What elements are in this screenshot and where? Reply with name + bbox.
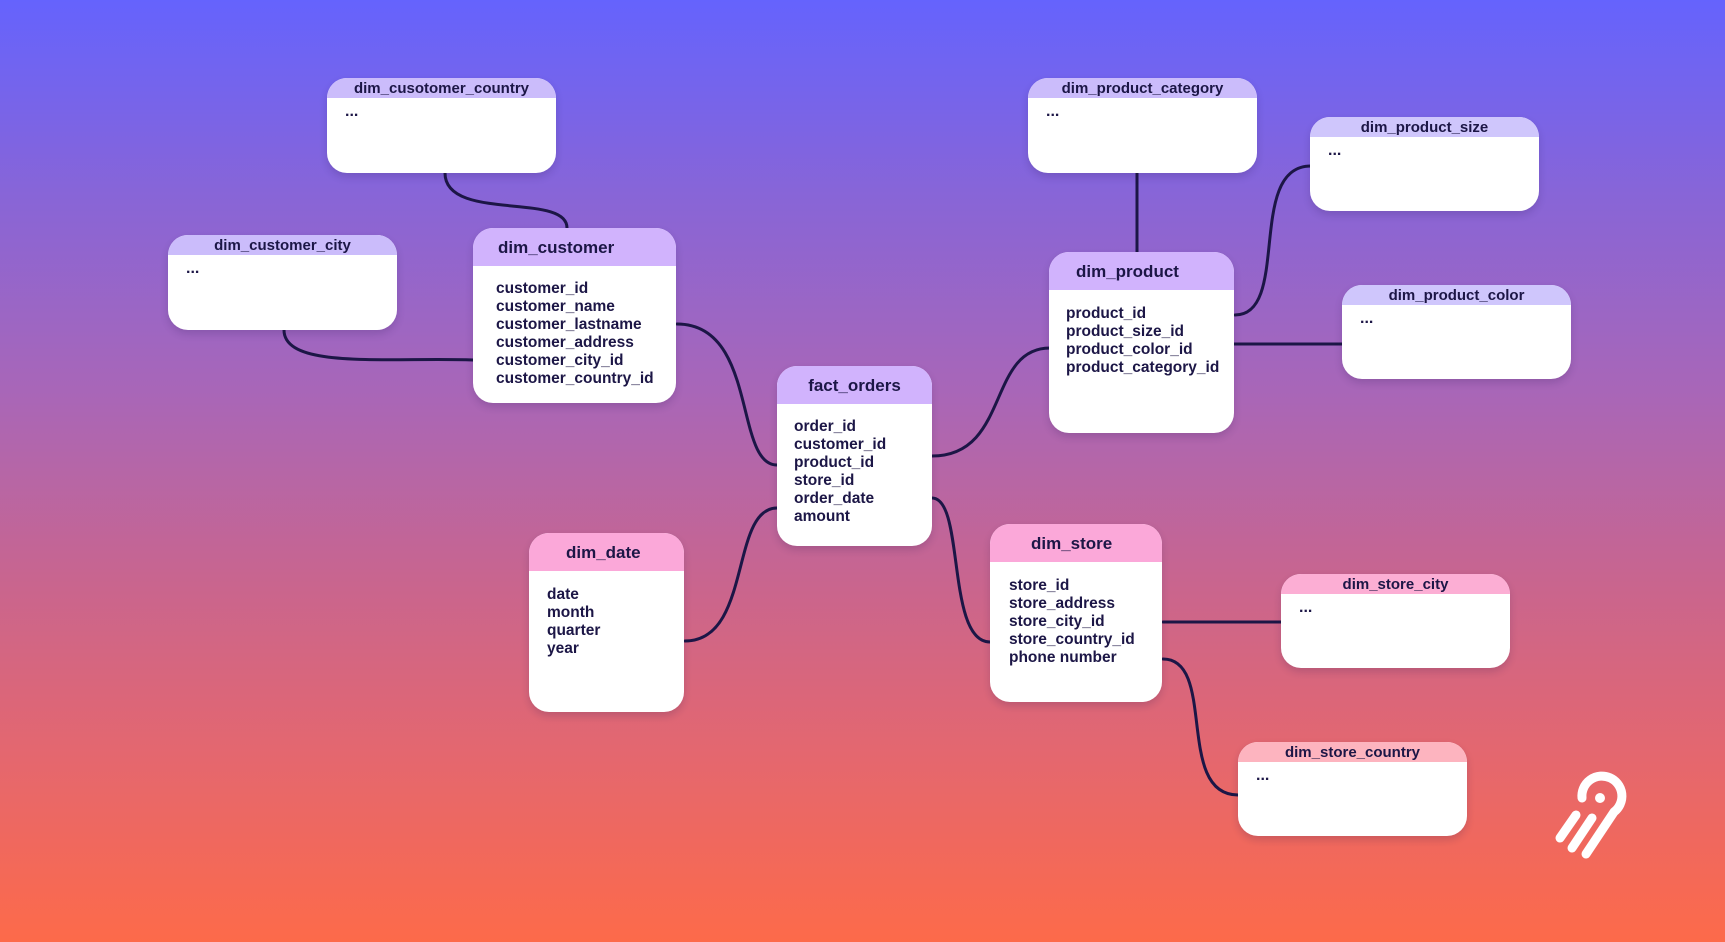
field-item: product_color_id <box>1066 341 1193 358</box>
table-dim-store-country: dim_store_country ... <box>1238 742 1467 836</box>
table-title: dim_customer_city <box>168 235 397 255</box>
field-item: order_id <box>794 418 857 435</box>
table-fact-orders: fact_orders order_id customer_id product… <box>777 366 932 546</box>
table-title: dim_product <box>1049 252 1234 290</box>
table-title: dim_store <box>990 524 1162 562</box>
field-item: quarter <box>547 622 601 639</box>
connector-product-size <box>1233 164 1313 317</box>
field-item: phone number <box>1009 649 1117 666</box>
connector-store-country <box>1161 657 1240 797</box>
table-dim-product-color: dim_product_color ... <box>1342 285 1571 379</box>
table-dim-customer: dim_customer customer_id customer_name c… <box>473 228 676 403</box>
field-item: product_size_id <box>1066 323 1184 340</box>
field-item: product_category_id <box>1066 359 1220 376</box>
table-dim-product-category: dim_product_category ... <box>1028 78 1257 173</box>
field-list: store_id store_address store_city_id sto… <box>990 562 1162 667</box>
table-dim-customer-city: dim_customer_city ... <box>168 235 397 330</box>
table-title: dim_product_color <box>1342 285 1571 305</box>
table-dim-product: dim_product product_id product_size_id p… <box>1049 252 1234 433</box>
field-item: store_country_id <box>1009 631 1135 648</box>
table-dim-store-city: dim_store_city ... <box>1281 574 1510 668</box>
field-list: product_id product_size_id product_color… <box>1049 290 1234 377</box>
connector-orders-date <box>683 506 779 643</box>
table-dim-store: dim_store store_id store_address store_c… <box>990 524 1162 702</box>
field-item: customer_lastname <box>496 316 642 333</box>
field-item: store_id <box>1009 577 1070 594</box>
table-body-ellipsis: ... <box>345 103 359 120</box>
table-body-ellipsis: ... <box>1256 767 1270 784</box>
connector-orders-store <box>930 496 992 644</box>
table-body-ellipsis: ... <box>1328 142 1342 159</box>
field-item: order_date <box>794 490 875 507</box>
field-item: product_id <box>794 454 875 471</box>
field-item: store_address <box>1009 595 1115 612</box>
field-list: customer_id customer_name customer_lastn… <box>473 266 676 388</box>
table-title: dim_store_city <box>1281 574 1510 594</box>
table-body-ellipsis: ... <box>186 260 200 277</box>
table-title: fact_orders <box>777 366 932 404</box>
field-list: date month quarter year <box>529 571 684 658</box>
field-item: product_id <box>1066 305 1147 322</box>
table-title: dim_product_category <box>1028 78 1257 98</box>
table-dim-product-size: dim_product_size ... <box>1310 117 1539 211</box>
table-body-ellipsis: ... <box>1299 599 1313 616</box>
field-item: year <box>547 640 579 657</box>
field-item: customer_address <box>496 334 634 351</box>
table-body-ellipsis: ... <box>1360 310 1374 327</box>
field-item: store_city_id <box>1009 613 1105 630</box>
table-title: dim_store_country <box>1238 742 1467 762</box>
field-item: store_id <box>794 472 855 489</box>
field-list: order_id customer_id product_id store_id… <box>777 404 932 526</box>
field-item: customer_id <box>496 280 589 297</box>
airbyte-logo-icon <box>1555 771 1627 859</box>
field-item: customer_country_id <box>496 370 654 387</box>
field-item: month <box>547 604 595 621</box>
table-title: dim_date <box>529 533 684 571</box>
connector-customer-orders <box>675 322 779 467</box>
connector-orders-product <box>930 346 1052 458</box>
table-dim-cusotomer-country: dim_cusotomer_country ... <box>327 78 556 173</box>
field-item: customer_name <box>496 298 615 315</box>
table-title: dim_cusotomer_country <box>327 78 556 98</box>
table-body-ellipsis: ... <box>1046 103 1060 120</box>
table-dim-date: dim_date date month quarter year <box>529 533 684 712</box>
table-title: dim_product_size <box>1310 117 1539 137</box>
field-item: customer_id <box>794 436 887 453</box>
field-item: amount <box>794 508 850 525</box>
connector-customer-city <box>282 328 475 362</box>
table-title: dim_customer <box>473 228 676 266</box>
connector-customer-country <box>443 171 569 230</box>
field-item: date <box>547 586 579 603</box>
field-item: customer_city_id <box>496 352 624 369</box>
